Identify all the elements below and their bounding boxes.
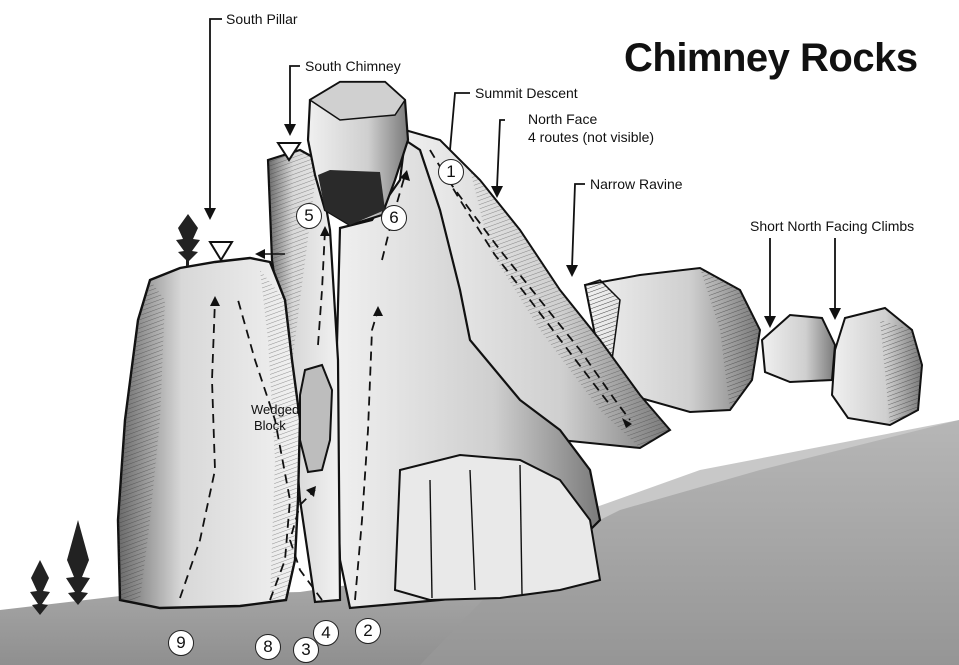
- label-short-north-facing-climbs: Short North Facing Climbs: [750, 218, 914, 234]
- route-number-3: 3: [293, 637, 319, 663]
- label-south-pillar: South Pillar: [226, 11, 298, 27]
- label-wedged: Wedged: [251, 402, 299, 418]
- label-north-face-routes: 4 routes (not visible): [528, 129, 654, 145]
- page-title: Chimney Rocks: [624, 36, 918, 81]
- triangle-down-icon: [210, 242, 232, 260]
- route-number-9: 9: [168, 630, 194, 656]
- route-number-1: 1: [438, 159, 464, 185]
- short-north-facing-rocks: [762, 308, 922, 425]
- label-south-chimney: South Chimney: [305, 58, 401, 74]
- label-narrow-ravine: Narrow Ravine: [590, 176, 683, 192]
- label-north-face: North Face: [528, 111, 597, 127]
- label-block: Block: [254, 418, 286, 434]
- pine-tree-icon: [176, 214, 200, 266]
- route-number-6: 6: [381, 205, 407, 231]
- route-number-5: 5: [296, 203, 322, 229]
- label-summit-descent: Summit Descent: [475, 85, 578, 101]
- route-number-2: 2: [355, 618, 381, 644]
- route-number-8: 8: [255, 634, 281, 660]
- pine-tree-icon: [30, 520, 90, 615]
